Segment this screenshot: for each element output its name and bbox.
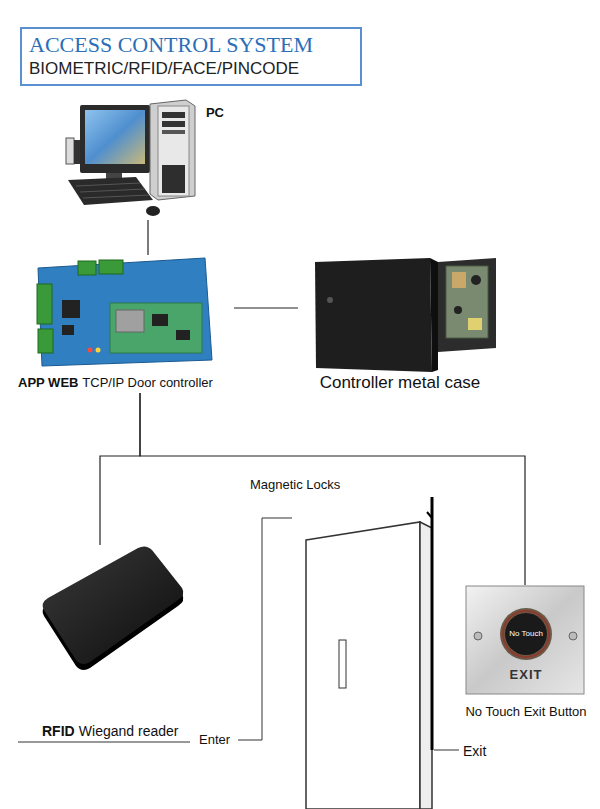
- leader-line: [434, 750, 459, 751]
- label-row: APP WEB TCP/IP Door controller: [18, 376, 213, 391]
- node-text: EXIT: [510, 668, 543, 683]
- case-node: Controller metal case: [298, 253, 502, 395]
- rfid-reader: [43, 546, 184, 670]
- title-box: ACCESS CONTROL SYSTEMBIOMETRIC/RFID/FACE…: [20, 27, 362, 86]
- node-text: Wiegand reader: [79, 723, 179, 739]
- connector-line: [147, 220, 148, 255]
- node-text: Controller metal case: [320, 373, 481, 393]
- controller-board: [37, 258, 212, 366]
- door: [306, 522, 432, 809]
- text-label: Exit: [463, 743, 486, 759]
- reader-node: RFIDWiegand reader: [18, 545, 194, 743]
- exit-button-node: No TouchEXIT No Touch Exit Button: [456, 585, 596, 723]
- magnetic-lock: [427, 512, 432, 518]
- node-text: No Touch: [509, 629, 543, 638]
- metal-case: [315, 258, 496, 372]
- pc-illustration: [66, 100, 195, 216]
- leader-line: [238, 518, 292, 740]
- node-text: RFID: [42, 723, 75, 739]
- connector-line: [140, 393, 525, 585]
- text-label: Magnetic Locks: [250, 478, 340, 493]
- title: ACCESS CONTROL SYSTEM: [29, 32, 360, 57]
- label-row: RFIDWiegand reader: [42, 723, 178, 739]
- connector-line: [100, 393, 140, 545]
- controller-node: APP WEB TCP/IP Door controller: [12, 255, 234, 393]
- pc-node: PC: [60, 100, 232, 220]
- subtitle: BIOMETRIC/RFID/FACE/PINCODE: [29, 59, 360, 79]
- node-text: TCP/IP Door controller: [82, 376, 213, 391]
- node-text: APP WEB: [18, 376, 78, 391]
- text-label: Enter: [199, 733, 230, 748]
- magnetic-lock: [431, 497, 434, 750]
- node-text: No Touch Exit Button: [465, 705, 586, 720]
- exit-button: [466, 586, 584, 694]
- node-text: PC: [206, 106, 224, 121]
- label-underline: [18, 742, 190, 743]
- connector-line: [234, 307, 298, 308]
